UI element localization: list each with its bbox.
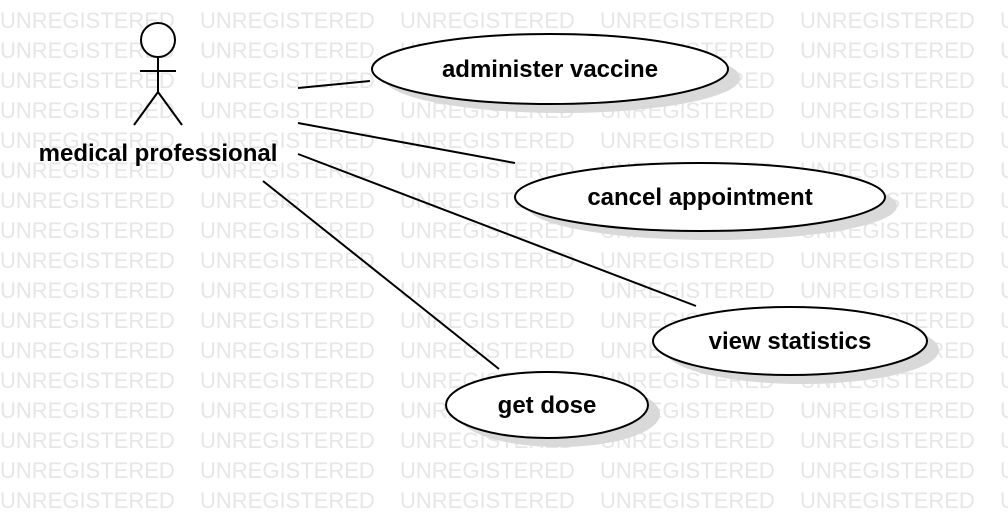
use-case-ellipse xyxy=(445,371,649,439)
use-case-ellipse xyxy=(371,33,729,105)
watermark-text: UNREGISTERED xyxy=(200,218,375,243)
watermark-text: UNREGISTERED xyxy=(1000,458,1008,483)
watermark-text: UNREGISTERED xyxy=(200,8,375,33)
watermark-text: UNREGISTERED xyxy=(1000,428,1008,453)
watermark-text: UNREGISTERED xyxy=(200,98,375,123)
watermark-text: UNREGISTERED xyxy=(200,338,375,363)
watermark-text: UNREGISTERED xyxy=(0,398,175,423)
use-case-administer-vaccine[interactable]: administer vaccine xyxy=(371,33,740,113)
watermark-text: UNREGISTERED xyxy=(200,248,375,273)
watermark-text: UNREGISTERED xyxy=(1000,398,1008,423)
watermark-text: UNREGISTERED xyxy=(0,458,175,483)
watermark-text: UNREGISTERED xyxy=(1000,278,1008,303)
watermark-text: UNREGISTERED xyxy=(400,8,575,33)
watermark-text: UNREGISTERED xyxy=(600,278,775,303)
watermark-text: UNREGISTERED xyxy=(200,38,375,63)
watermark-text: UNREGISTERED xyxy=(1000,98,1008,123)
use-case-ellipse xyxy=(652,306,928,376)
watermark-text: UNREGISTERED xyxy=(400,248,575,273)
watermark-text: UNREGISTERED xyxy=(200,68,375,93)
watermark-text: UNREGISTERED xyxy=(1000,248,1008,273)
watermark-text: UNREGISTERED xyxy=(800,68,975,93)
watermark-text: UNREGISTERED xyxy=(0,428,175,453)
use-case-view-statistics[interactable]: view statistics xyxy=(652,306,939,384)
association-get-dose[interactable] xyxy=(262,180,500,370)
watermark-text: UNREGISTERED xyxy=(200,368,375,393)
watermark-text: UNREGISTERED xyxy=(0,248,175,273)
use-case-label: administer vaccine xyxy=(442,56,658,83)
watermark-text: UNREGISTERED xyxy=(400,278,575,303)
watermark-text: UNREGISTERED xyxy=(200,428,375,453)
watermark-text: UNREGISTERED xyxy=(1000,128,1008,153)
watermark-text: UNREGISTERED xyxy=(1000,218,1008,243)
watermark-text: UNREGISTERED xyxy=(1000,38,1008,63)
watermark-text: UNREGISTERED xyxy=(800,38,975,63)
watermark-text: UNREGISTERED xyxy=(800,428,975,453)
watermark-text: UNREGISTERED xyxy=(400,218,575,243)
actor-stick-figure-icon xyxy=(133,22,183,126)
watermark-text: UNREGISTERED xyxy=(1000,158,1008,183)
watermark-text: UNREGISTERED xyxy=(0,278,175,303)
watermark-text: UNREGISTERED xyxy=(0,488,175,513)
watermark-text: UNREGISTERED xyxy=(600,128,775,153)
actor-medical-professional[interactable]: medical professional xyxy=(39,22,278,167)
use-case-label: get dose xyxy=(498,392,597,419)
watermark-text: UNREGISTERED xyxy=(400,128,575,153)
use-case-label: cancel appointment xyxy=(587,184,812,211)
watermark-text: UNREGISTERED xyxy=(200,488,375,513)
watermark-text: UNREGISTERED xyxy=(200,308,375,333)
watermark-text: UNREGISTERED xyxy=(0,188,175,213)
watermark-text: UNREGISTERED xyxy=(800,398,975,423)
watermark-text: UNREGISTERED xyxy=(200,278,375,303)
watermark-text: UNREGISTERED xyxy=(200,158,375,183)
associations xyxy=(262,80,697,370)
association-view-statistics[interactable] xyxy=(297,153,697,307)
actor-label: medical professional xyxy=(39,140,278,167)
association-administer-vaccine[interactable] xyxy=(297,80,371,89)
watermark-text: UNREGISTERED xyxy=(800,488,975,513)
watermark-text: UNREGISTERED xyxy=(1000,188,1008,213)
watermark-text: UNREGISTERED xyxy=(600,488,775,513)
use-case-ellipse xyxy=(514,162,886,232)
watermark-text: UNREGISTERED xyxy=(0,308,175,333)
watermark-text: UNREGISTERED xyxy=(1000,308,1008,333)
watermark-text: UNREGISTERED xyxy=(0,218,175,243)
watermark-text: UNREGISTERED xyxy=(1000,8,1008,33)
watermark-text: UNREGISTERED xyxy=(800,8,975,33)
watermark-text: UNREGISTERED xyxy=(0,68,175,93)
watermark-text: UNREGISTERED xyxy=(1000,368,1008,393)
watermark-text: UNREGISTERED xyxy=(600,458,775,483)
watermark-text: UNREGISTERED xyxy=(800,278,975,303)
watermark-text: UNREGISTERED xyxy=(400,488,575,513)
watermark-text: UNREGISTERED xyxy=(200,458,375,483)
watermark-text: UNREGISTERED xyxy=(800,248,975,273)
watermark-text: UNREGISTERED xyxy=(800,98,975,123)
watermark-text: UNREGISTERED xyxy=(200,398,375,423)
use-case-cancel-appointment[interactable]: cancel appointment xyxy=(514,162,897,240)
watermark-text: UNREGISTERED xyxy=(800,458,975,483)
watermark-text: UNREGISTERED xyxy=(0,338,175,363)
watermark-text: UNREGISTERED xyxy=(600,248,775,273)
watermark-text: UNREGISTERED xyxy=(1000,68,1008,93)
watermark-text: UNREGISTERED xyxy=(0,98,175,123)
association-cancel-appointment[interactable] xyxy=(297,122,516,164)
watermark-text: UNREGISTERED xyxy=(800,128,975,153)
watermark-text: UNREGISTERED xyxy=(0,368,175,393)
use-case-get-dose[interactable]: get dose xyxy=(445,371,660,447)
watermark-text: UNREGISTERED xyxy=(1000,488,1008,513)
watermark-text: UNREGISTERED xyxy=(0,128,175,153)
watermark-text: UNREGISTERED xyxy=(400,458,575,483)
watermark-text: UNREGISTERED xyxy=(0,158,175,183)
use-case-label: view statistics xyxy=(709,328,872,355)
watermark-text: UNREGISTERED xyxy=(1000,338,1008,363)
watermark-text: UNREGISTERED xyxy=(600,8,775,33)
